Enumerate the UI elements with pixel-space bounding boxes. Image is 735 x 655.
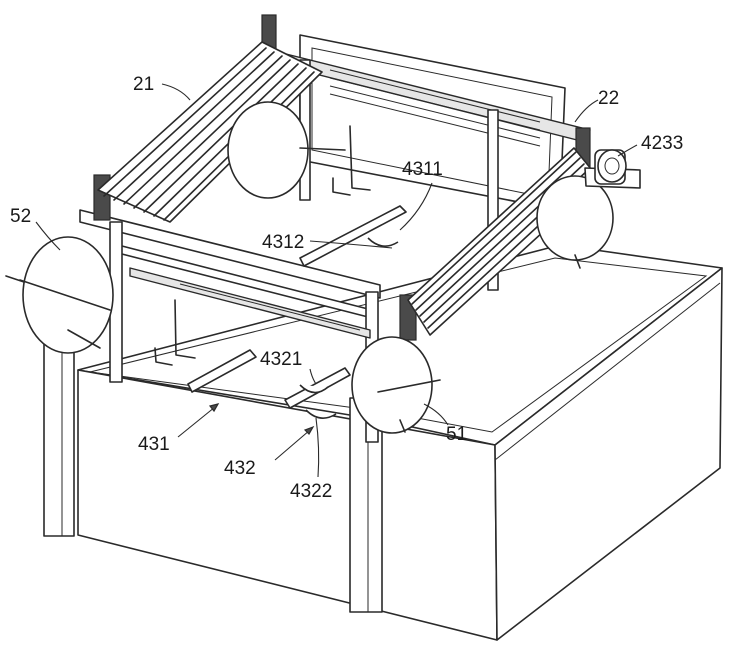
wheel-back-right — [536, 175, 614, 261]
front-left-post — [43, 317, 75, 537]
scoop-4322 — [305, 409, 337, 419]
leader-lines — [35, 83, 638, 478]
tank-right-wall — [494, 267, 723, 641]
motor-4233 — [584, 149, 641, 189]
label-21: 21 — [133, 74, 154, 95]
wheel-52 — [22, 236, 114, 354]
hangers — [154, 125, 371, 366]
front-top-beam — [79, 209, 381, 299]
tank-rim-edge — [494, 282, 721, 461]
label-4311: 4311 — [402, 159, 443, 180]
roller-bank-21 — [97, 41, 323, 223]
label-4233: 4233 — [641, 133, 683, 154]
label-4322: 4322 — [290, 481, 332, 502]
back-column-right — [487, 109, 499, 291]
label-22: 22 — [598, 88, 619, 109]
label-4312: 4312 — [262, 232, 304, 253]
label-432: 432 — [224, 458, 256, 479]
wheel-back-left — [227, 101, 309, 199]
labels: 21 22 52 51 4233 4311 4312 4321 431 432 … — [10, 74, 683, 502]
label-51: 51 — [446, 424, 467, 445]
label-4321: 4321 — [260, 349, 302, 370]
flap-431 — [187, 349, 257, 393]
discs — [5, 101, 614, 434]
flap-4312 — [299, 205, 407, 267]
flaps — [187, 205, 407, 419]
label-431: 431 — [138, 434, 170, 455]
scoop-4311 — [367, 237, 399, 247]
label-52: 52 — [10, 206, 31, 227]
scoop-4321 — [299, 384, 329, 394]
wheel-51 — [351, 336, 433, 434]
